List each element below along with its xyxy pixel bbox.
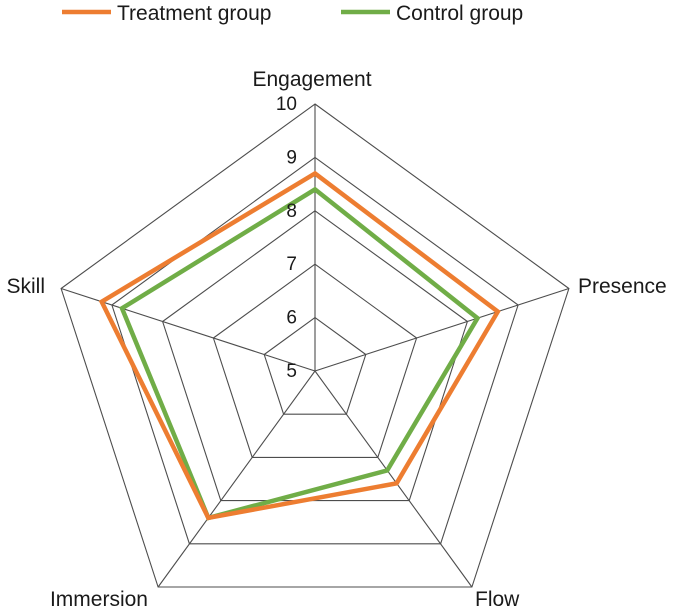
axis-spoke (314, 287, 570, 372)
grid-ring (111, 156, 519, 545)
radar-series (98, 170, 501, 521)
legend-label-control: Control group (396, 2, 523, 25)
series-line-control (119, 186, 481, 521)
tick-label: 7 (286, 254, 297, 275)
grid-ring (161, 210, 469, 502)
axis-label-immersion: Immersion (50, 588, 148, 607)
tick-label: 9 (286, 147, 297, 168)
axis-spoke (157, 370, 316, 588)
axis-label-flow: Flow (475, 588, 520, 607)
axis-spoke (314, 370, 473, 588)
grid-ring (212, 263, 418, 458)
legend-label-treatment: Treatment group (117, 2, 271, 25)
tick-label: 6 (286, 308, 297, 329)
grid-ring (60, 103, 570, 588)
axis-label-presence: Presence (578, 275, 667, 298)
grid-ring (263, 316, 367, 415)
axis-label-skill: Skill (6, 275, 45, 298)
tick-label: 5 (286, 361, 297, 382)
legend: Treatment group Control group (62, 2, 523, 25)
radar-grid (60, 103, 570, 588)
radial-tick-labels: 5 6 7 8 9 10 (276, 94, 297, 382)
series-line-treatment (98, 170, 501, 521)
tick-label: 8 (286, 201, 297, 222)
axis-label-engagement: Engagement (252, 68, 371, 91)
tick-label: 10 (276, 94, 297, 115)
